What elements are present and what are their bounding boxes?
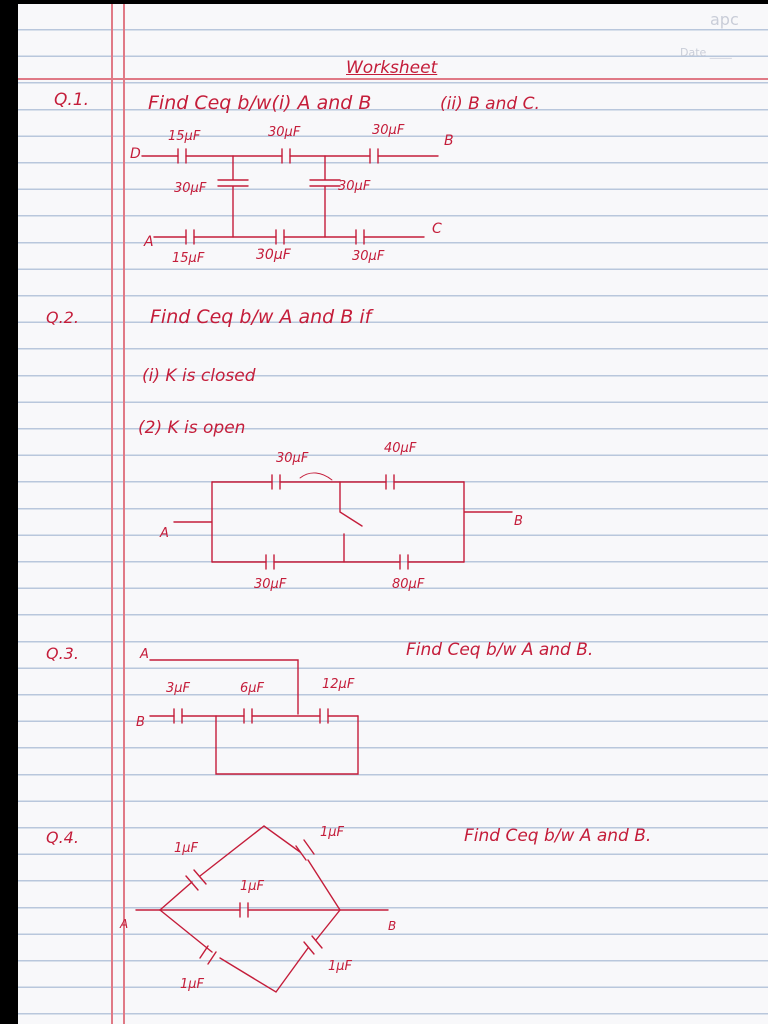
brand-mark: apc <box>710 10 739 29</box>
q4-cap-label: 1µF <box>328 959 353 974</box>
q1-cap-label: 30µF <box>174 181 207 196</box>
q1-cap-label: 30µF <box>338 179 371 194</box>
q2-circuit <box>173 472 513 570</box>
q4-number: Q.4. <box>46 828 79 847</box>
q1-node-a: A <box>144 234 154 250</box>
q1-cap-label: 15µF <box>172 251 205 266</box>
page-title: Worksheet <box>346 58 438 78</box>
q1-cap-label: 30µF <box>372 123 405 138</box>
q4-cap-label: 1µF <box>180 977 205 992</box>
q3-circuit <box>149 659 359 775</box>
margin-line-left <box>111 4 113 1024</box>
q3-prompt: Find Ceq b/w A and B. <box>406 640 594 660</box>
q2-cap-label: 80µF <box>392 577 425 592</box>
q2-case2: (2) K is open <box>138 418 246 438</box>
q3-node-a: A <box>140 647 149 662</box>
q2-node-b: B <box>514 514 523 529</box>
q1-cap-label: 30µF <box>256 247 291 263</box>
q1-cap-label: 30µF <box>268 125 301 140</box>
q1-node-b: B <box>444 133 454 149</box>
q1-prompt: Find Ceq b/w(i) A and B <box>148 92 372 114</box>
q2-case1: (i) K is closed <box>142 366 256 386</box>
q4-cap-label: 1µF <box>320 825 345 840</box>
q1-node-d: D <box>130 146 141 162</box>
date-label: Date ____ <box>680 46 732 59</box>
q1-number: Q.1. <box>54 90 90 110</box>
q4-prompt: Find Ceq b/w A and B. <box>464 826 652 846</box>
q1-prompt-part2: (ii) B and C. <box>440 94 540 114</box>
q2-node-a: A <box>160 526 169 541</box>
q4-node-b: B <box>388 919 397 933</box>
q2-cap-label: 30µF <box>276 451 309 466</box>
header-rule <box>18 78 768 80</box>
q3-number: Q.3. <box>46 644 79 663</box>
q1-circuit <box>141 148 439 245</box>
margin-line-right <box>123 4 125 1024</box>
q2-cap-label: 30µF <box>254 577 287 592</box>
q3-cap-label: 12µF <box>322 677 355 692</box>
q2-cap-label: 40µF <box>384 441 417 456</box>
q4-cap-label: 1µF <box>240 879 265 894</box>
notebook-page <box>18 4 768 1024</box>
q4-cap-label: 1µF <box>174 841 199 856</box>
q3-cap-label: 3µF <box>166 681 191 696</box>
q1-cap-label: 15µF <box>168 129 201 144</box>
q4-circuit <box>135 825 389 993</box>
q4-node-a: A <box>120 917 129 931</box>
q3-cap-label: 6µF <box>240 681 265 696</box>
q2-number: Q.2. <box>46 308 79 327</box>
q2-prompt: Find Ceq b/w A and B if <box>150 306 372 328</box>
q1-cap-label: 30µF <box>352 249 385 264</box>
q3-node-b: B <box>136 715 145 730</box>
q1-node-c: C <box>432 221 442 237</box>
